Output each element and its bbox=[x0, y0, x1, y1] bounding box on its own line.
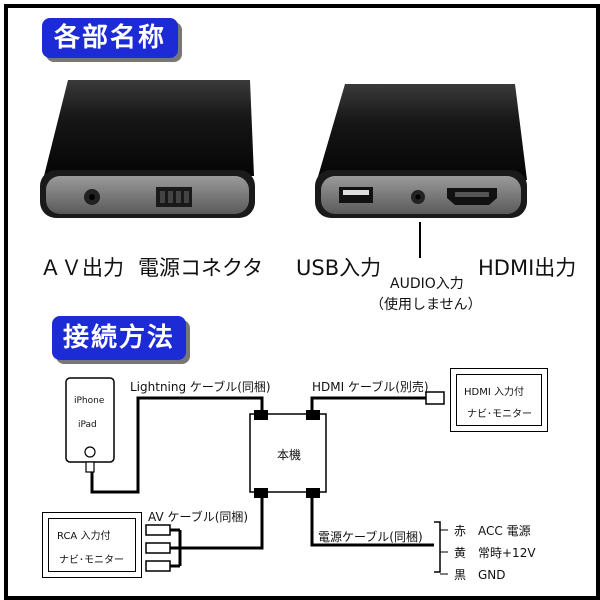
hdmi-cable-label: HDMI ケーブル(別売) bbox=[312, 378, 429, 395]
wire-black-label: 黒 GND bbox=[454, 566, 506, 583]
power-cable-label: 電源ケーブル(同梱) bbox=[318, 528, 423, 545]
rca-nav-monitor-box: RCA 入力付 ナビ･モニター bbox=[42, 512, 142, 578]
hdmi-nav-monitor-box: HDMI 入力付 ナビ･モニター bbox=[450, 368, 548, 432]
hdmi-nav-line2: ナビ･モニター bbox=[467, 405, 532, 420]
av-cable-label: AV ケーブル(同梱) bbox=[148, 508, 248, 525]
hdmi-nav-line1: HDMI 入力付 bbox=[464, 383, 524, 398]
wire-red-label: 赤 ACC 電源 bbox=[454, 522, 531, 539]
iphone-label: iPhone bbox=[74, 396, 104, 406]
lightning-cable-label: Lightning ケーブル(同梱) bbox=[130, 378, 271, 395]
ipad-label: iPad bbox=[78, 420, 97, 430]
rca-nav-line1: RCA 入力付 bbox=[57, 527, 110, 542]
main-unit-label: 本機 bbox=[277, 446, 301, 463]
rca-nav-monitor-screen: RCA 入力付 ナビ･モニター bbox=[48, 518, 136, 572]
hdmi-nav-monitor-screen: HDMI 入力付 ナビ･モニター bbox=[456, 374, 542, 426]
rca-nav-line2: ナビ･モニター bbox=[59, 551, 124, 566]
wire-yellow-label: 黄 常時+12V bbox=[454, 544, 536, 561]
